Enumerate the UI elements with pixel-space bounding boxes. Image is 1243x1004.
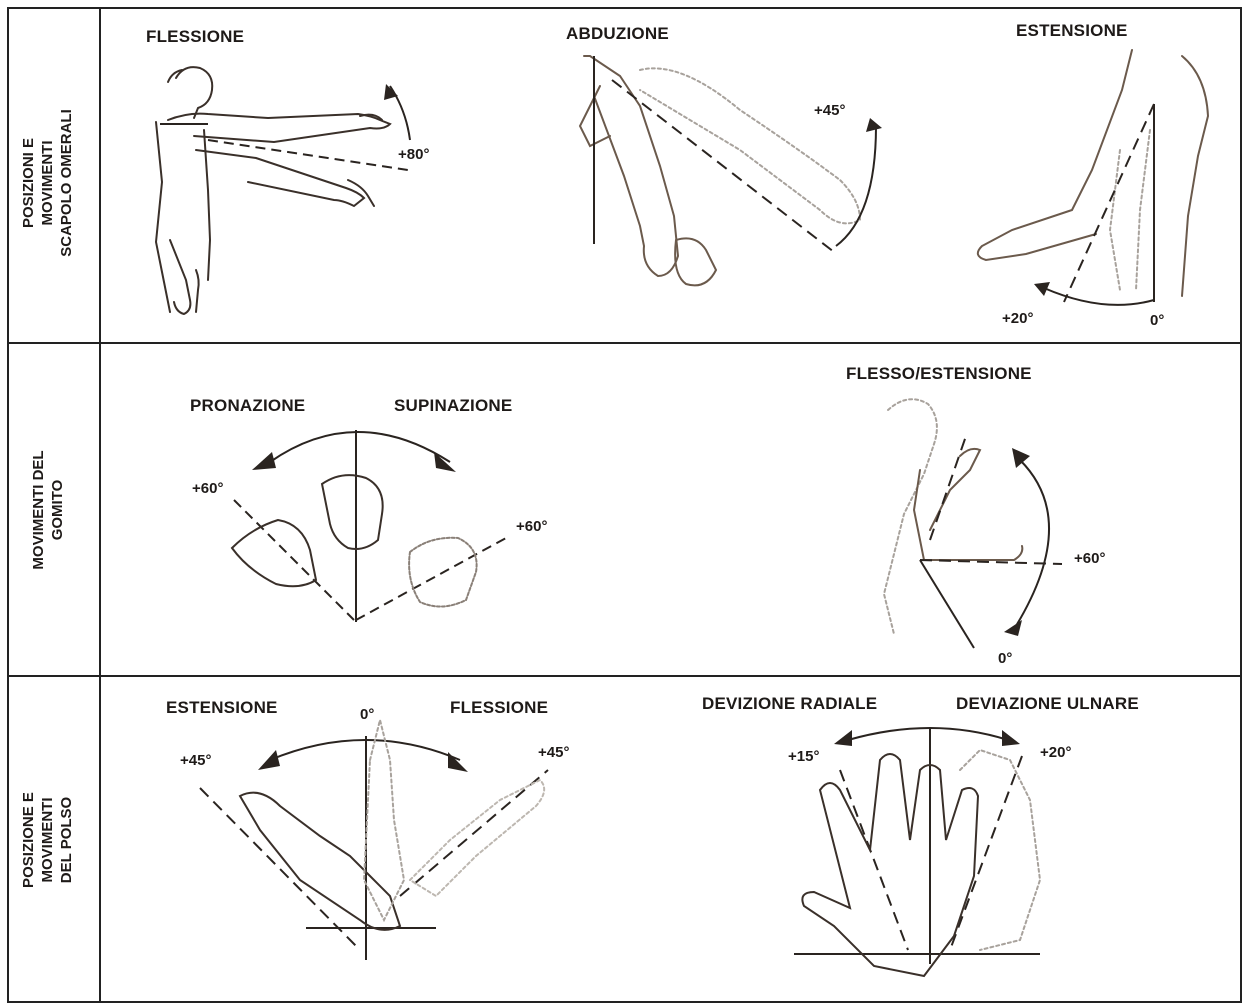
- row-label-line: DEL POLSO: [57, 785, 76, 895]
- title-wrist-flexion: FLESSIONE: [450, 698, 548, 718]
- wrist-deviation-hands: [802, 750, 1040, 976]
- row-label-wrist: POSIZIONE E MOVIMENTI DEL POLSO: [19, 785, 79, 895]
- angle-pronation: +60°: [192, 480, 223, 497]
- shoulder-abduction-figure: [580, 56, 860, 285]
- wrist-deviation-guides: [794, 728, 1040, 964]
- row-label-line: GOMITO: [48, 445, 67, 575]
- elbow-flexion-guides: [920, 436, 1062, 648]
- wrist-flexion-hands: [240, 720, 544, 930]
- angle-elbow-0: 0°: [998, 650, 1012, 667]
- title-shoulder-extension: ESTENSIONE: [1016, 21, 1128, 41]
- elbow-flexion-figure: [884, 399, 1022, 634]
- row-label-elbow: MOVIMENTI DEL GOMITO: [29, 445, 69, 575]
- angle-shoulder-abduction: +45°: [814, 102, 845, 119]
- table-grid: [8, 8, 1241, 1002]
- shoulder-flexion-figure: [156, 67, 390, 314]
- angle-wrist-0: 0°: [360, 706, 374, 723]
- row-label-line: SCAPOLO OMERALI: [57, 108, 76, 258]
- shoulder-flexion-guides: [160, 84, 410, 170]
- title-pronation: PRONAZIONE: [190, 396, 305, 416]
- title-shoulder-abduction: ABDUZIONE: [566, 24, 669, 44]
- elbow-fist-figures: [232, 475, 477, 606]
- angle-shoulder-extension-0: 0°: [1150, 312, 1164, 329]
- title-ulnar-deviation: DEVIAZIONE ULNARE: [956, 694, 1139, 714]
- elbow-rotation-guides: [234, 430, 506, 622]
- title-elbow-flexion-extension: FLESSO/ESTENSIONE: [846, 364, 1032, 384]
- angle-shoulder-extension-20: +20°: [1002, 310, 1033, 327]
- angle-wrist-extension: +45°: [180, 752, 211, 769]
- row-label-line: MOVIMENTI DEL: [29, 445, 48, 575]
- row-label-line: MOVIMENTI: [38, 785, 57, 895]
- row-label-line: MOVIMENTI: [38, 108, 57, 258]
- angle-shoulder-flexion: +80°: [398, 146, 429, 163]
- wrist-flexion-guides: [200, 736, 548, 960]
- row-label-line: POSIZIONE E: [19, 785, 38, 895]
- title-shoulder-flexion: FLESSIONE: [146, 27, 244, 47]
- row-label-shoulder: POSIZIONI E MOVIMENTI SCAPOLO OMERALI: [19, 108, 79, 258]
- title-supination: SUPINAZIONE: [394, 396, 512, 416]
- row-label-line: POSIZIONI E: [19, 108, 38, 258]
- shoulder-extension-figure: [978, 50, 1208, 296]
- angle-ulnar-deviation: +20°: [1040, 744, 1071, 761]
- title-wrist-extension: ESTENSIONE: [166, 698, 278, 718]
- angle-wrist-flexion: +45°: [538, 744, 569, 761]
- angle-supination: +60°: [516, 518, 547, 535]
- angle-radial-deviation: +15°: [788, 748, 819, 765]
- angle-elbow-60: +60°: [1074, 550, 1105, 567]
- title-radial-deviation: DEVIZIONE RADIALE: [702, 694, 877, 714]
